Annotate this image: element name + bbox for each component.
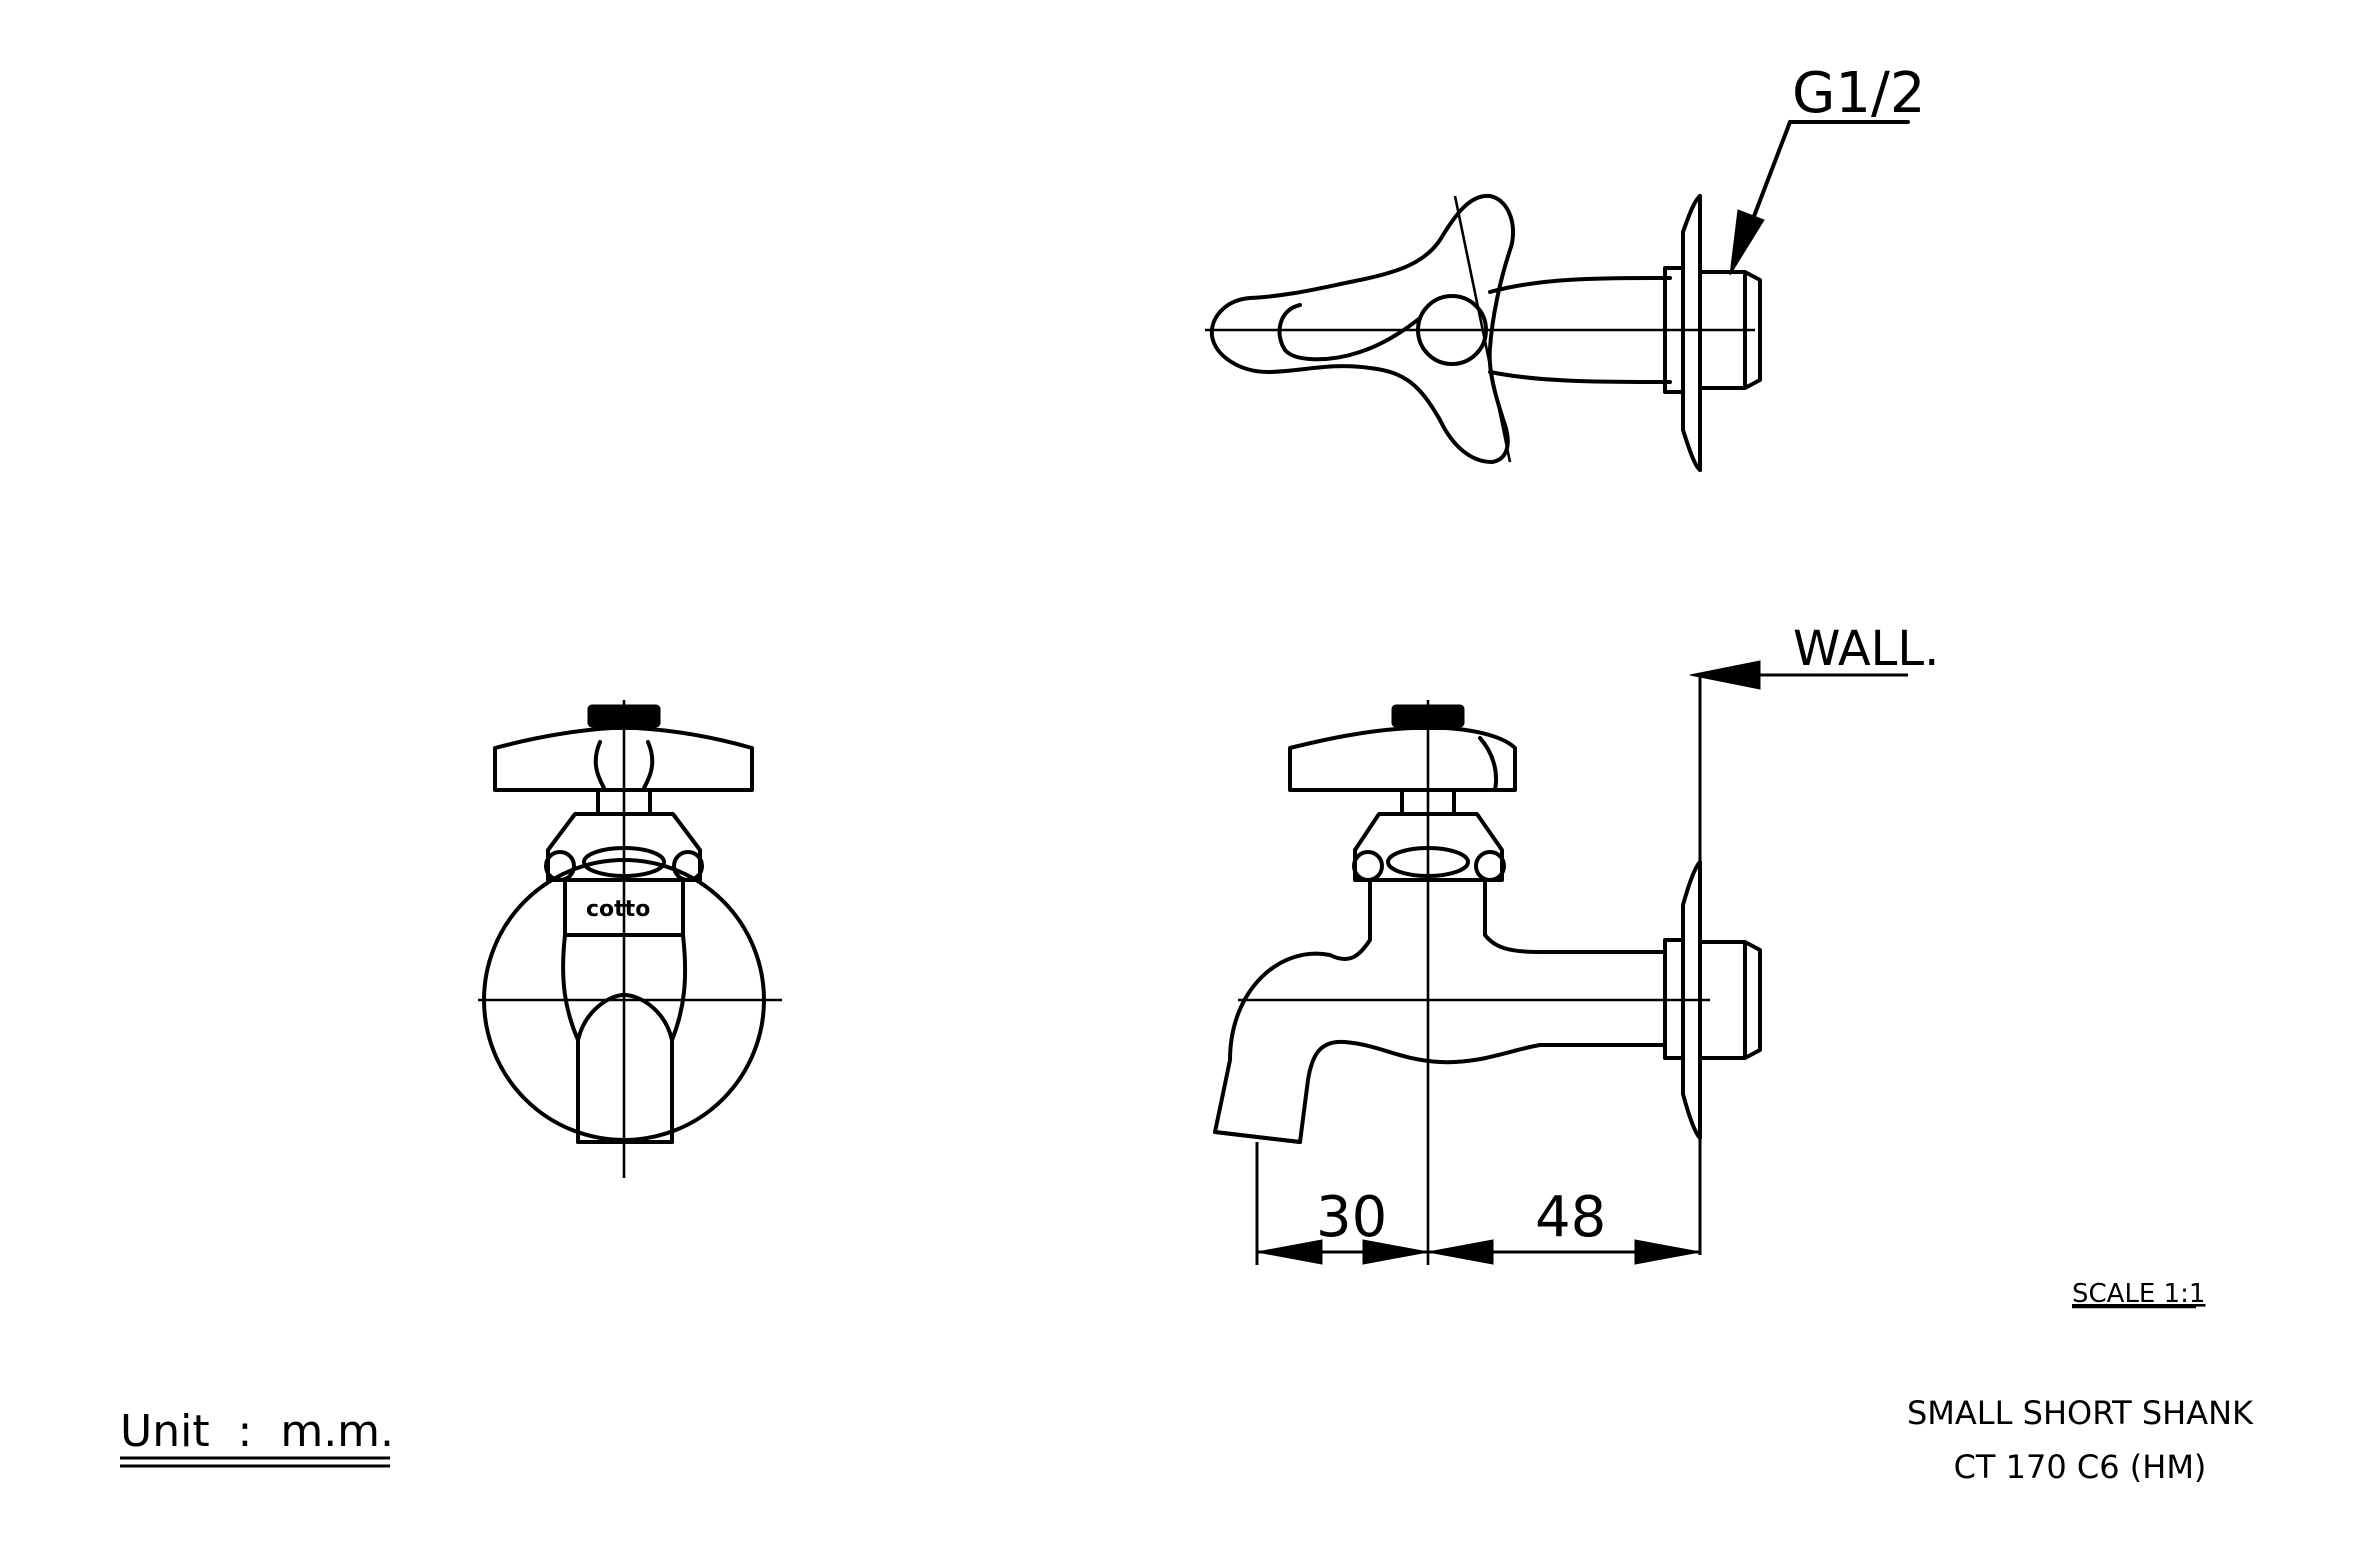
dim-spout-value: 30 xyxy=(1316,1185,1387,1250)
dim-arrow-shank-right xyxy=(1634,1239,1701,1265)
front-view-handle-curve xyxy=(593,740,655,792)
thread-callout: G1/2 xyxy=(1729,61,1926,276)
thread-label: G1/2 xyxy=(1792,61,1926,126)
front-view-spout-inner xyxy=(576,993,674,1042)
front-view: cotto xyxy=(478,700,782,1178)
top-view-escutcheon xyxy=(1681,194,1702,472)
top-view-handle-inner xyxy=(1277,303,1422,362)
side-view-spout-outlet xyxy=(1213,1130,1302,1144)
thread-leader xyxy=(1746,120,1792,234)
model-code: CT 170 C6 (HM) xyxy=(1954,1448,2207,1486)
front-view-logo: cotto xyxy=(586,897,650,922)
wall-label: WALL. xyxy=(1793,621,1939,677)
front-view-body xyxy=(563,878,685,937)
front-view-bonnet xyxy=(546,812,702,882)
side-view-handle xyxy=(1288,726,1517,792)
front-view-bonnet-bolt-right xyxy=(672,850,704,882)
unit-label: Unit : m.m. xyxy=(120,1406,394,1457)
dim-arrow-shank-left xyxy=(1427,1239,1494,1265)
top-view-handle xyxy=(1209,193,1516,464)
side-view-body xyxy=(1213,878,1667,1144)
wall-arrow xyxy=(1689,660,1761,690)
dimensions: 30 48 xyxy=(1255,1142,1701,1265)
top-view-stem xyxy=(1488,276,1672,384)
front-view-handle xyxy=(493,726,754,792)
thread-leader-arrow xyxy=(1729,209,1765,276)
product-name: SMALL SHORT SHANK xyxy=(1907,1394,2254,1432)
side-view-thread xyxy=(1698,940,1762,1060)
front-view-bonnet-bolt-left xyxy=(544,850,576,882)
dim-shank-value: 48 xyxy=(1535,1185,1606,1250)
scale-label: SCALE 1:1 xyxy=(2072,1279,2205,1309)
wall-callout: WALL. xyxy=(1689,621,1939,1255)
side-view-bonnet-bolt-left xyxy=(1352,850,1384,882)
dim-arrow-spout-left xyxy=(1256,1239,1323,1265)
top-view-handle-hub xyxy=(1416,294,1488,366)
side-view-bonnet xyxy=(1353,812,1504,882)
title-block: SCALE 1:1 SMALL SHORT SHANK CT 170 C6 (H… xyxy=(120,1279,2254,1486)
front-view-bonnet-ellipse xyxy=(582,846,666,878)
top-view xyxy=(1205,193,1762,472)
dim-arrow-spout-right xyxy=(1362,1239,1429,1265)
side-view-bonnet-ellipse xyxy=(1386,846,1470,878)
side-view-bonnet-bolt-right xyxy=(1474,850,1506,882)
front-view-handle-cap xyxy=(587,704,661,728)
top-view-thread xyxy=(1698,270,1762,390)
side-view-handle-curve xyxy=(1478,736,1499,792)
side-view-handle-cap xyxy=(1391,704,1465,728)
side-view xyxy=(1213,700,1762,1265)
